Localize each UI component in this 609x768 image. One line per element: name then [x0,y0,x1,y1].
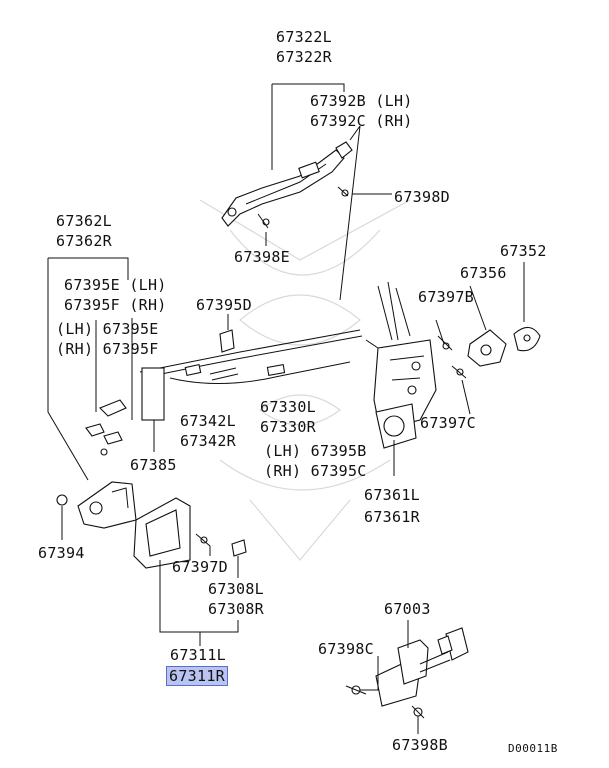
label-67392c[interactable]: 67392C (RH) [310,112,413,130]
label-67330r[interactable]: 67330R [260,418,316,436]
label-67394[interactable]: 67394 [38,544,85,562]
door-check [345,627,469,719]
part-67385-block [141,367,165,421]
label-67342r[interactable]: 67342R [180,432,236,450]
inside-handle [77,481,191,569]
label-67392b[interactable]: 67392B (LH) [310,92,413,110]
label-67397d[interactable]: 67397D [172,558,228,576]
label-67361r[interactable]: 67361R [364,508,420,526]
label-67398e[interactable]: 67398E [234,248,290,266]
label-67395e-lh[interactable]: 67395E (LH) [64,276,167,294]
label-67362l[interactable]: 67362L [56,212,112,230]
diagram-code: D00011B [508,742,558,755]
label-67395f-rh-2[interactable]: (RH) 67395F [56,340,159,358]
label-67356[interactable]: 67356 [460,264,507,282]
label-67398d[interactable]: 67398D [394,188,450,206]
label-67308r[interactable]: 67308R [208,600,264,618]
label-67398b[interactable]: 67398B [392,736,448,754]
label-67311r-highlighted[interactable]: 67311R [166,666,228,686]
label-67342l[interactable]: 67342L [180,412,236,430]
label-67397b[interactable]: 67397B [418,288,474,306]
outside-handle [221,141,353,229]
label-67322l[interactable]: 67322L [276,28,332,46]
label-67395c[interactable]: (RH) 67395C [264,462,367,480]
label-67397c[interactable]: 67397C [420,414,476,432]
label-67352[interactable]: 67352 [500,242,547,260]
label-67003[interactable]: 67003 [384,600,431,618]
label-67311l[interactable]: 67311L [170,646,226,664]
label-67395b[interactable]: (LH) 67395B [264,442,367,460]
label-67385[interactable]: 67385 [130,456,177,474]
label-67330l[interactable]: 67330L [260,398,316,416]
label-67361l[interactable]: 67361L [364,486,420,504]
label-67308l[interactable]: 67308L [208,580,264,598]
door-latch-assembly [365,281,437,449]
striker-parts [467,326,541,367]
label-67395f-rh[interactable]: 67395F (RH) [64,296,167,314]
watermark-emblem [199,199,411,561]
label-67362r[interactable]: 67362R [56,232,112,250]
label-67398c[interactable]: 67398C [318,640,374,658]
label-67395d[interactable]: 67395D [196,296,252,314]
label-67322r[interactable]: 67322R [276,48,332,66]
clips-left [85,399,127,456]
label-67395e-lh-2[interactable]: (LH) 67395E [56,320,159,338]
